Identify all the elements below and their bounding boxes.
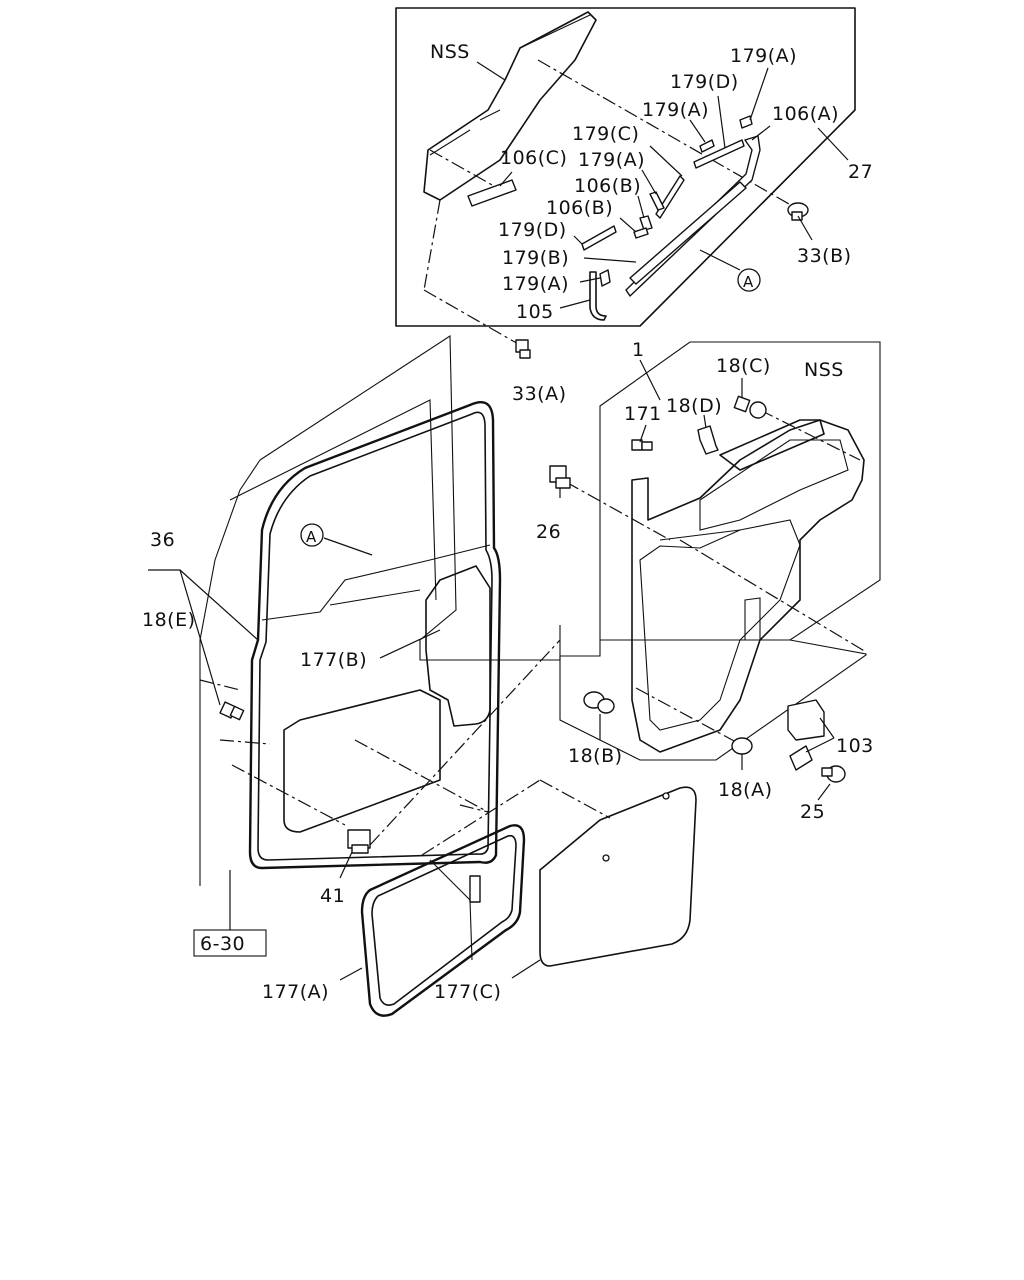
label-179a-1: 179(A) — [730, 45, 797, 67]
fastener-18a — [731, 737, 753, 755]
label-1: 1 — [632, 339, 645, 361]
label-177c: 177(C) — [434, 981, 501, 1003]
clip-26 — [549, 465, 571, 489]
strip-179c — [655, 175, 685, 219]
label-179b: 179(B) — [502, 247, 569, 269]
door-weatherstrip — [248, 400, 502, 870]
hook-105 — [589, 271, 607, 321]
ref-box-630 — [193, 929, 267, 957]
bracket-18d — [697, 425, 719, 455]
label-177a: 177(A) — [262, 981, 329, 1003]
label-18c: 18(C) — [716, 355, 771, 377]
label-33a: 33(A) — [512, 383, 567, 405]
label-33b: 33(B) — [797, 245, 852, 267]
panel-177b — [425, 565, 491, 727]
label-630: 6-30 — [200, 933, 245, 955]
label-18e: 18(E) — [142, 609, 196, 631]
label-179d-2: 179(D) — [498, 219, 567, 241]
fastener-18e — [219, 701, 245, 721]
label-36: 36 — [150, 529, 175, 551]
strip-179d-1 — [693, 139, 745, 169]
clip-33b — [787, 202, 809, 221]
label-27: 27 — [848, 161, 873, 183]
label-179a-4: 179(A) — [502, 273, 569, 295]
label-106b-1: 106(B) — [574, 175, 641, 197]
pad-179a-1 — [739, 115, 753, 129]
label-103: 103 — [836, 735, 874, 757]
label-ref-a-top: A — [743, 273, 754, 291]
label-18d: 18(D) — [666, 395, 722, 417]
clip-171 — [631, 439, 653, 451]
pad-179a-4 — [599, 269, 611, 287]
label-18b: 18(B) — [568, 745, 623, 767]
label-179a-2: 179(A) — [642, 99, 709, 121]
window-latch — [469, 875, 481, 903]
screw-18c — [733, 395, 767, 419]
label-106c: 106(C) — [500, 147, 567, 169]
label-179c: 179(C) — [572, 123, 639, 145]
pad-179a-2 — [699, 139, 715, 153]
pad-106b-2 — [633, 227, 649, 239]
panel-177c — [539, 786, 697, 967]
label-179a-3: 179(A) — [578, 149, 645, 171]
block-41 — [347, 829, 371, 854]
fastener-18b — [583, 691, 615, 714]
strip-179b — [629, 181, 747, 285]
door-trim-panel-1 — [631, 419, 865, 753]
label-ref-a-left: A — [306, 528, 317, 546]
lower-trim-panel — [283, 689, 441, 833]
seal-177a — [360, 824, 526, 1017]
pad-106c — [467, 179, 517, 207]
ref-marker-a-top — [737, 268, 761, 292]
door-outer-frame — [148, 334, 561, 930]
label-26: 26 — [536, 521, 561, 543]
ref-marker-a-left — [300, 523, 324, 547]
strip-179d-2 — [581, 225, 617, 251]
label-nss-right: NSS — [804, 359, 844, 381]
bracket-103 — [787, 699, 825, 771]
label-106b-2: 106(B) — [546, 197, 613, 219]
labels: NSS 179(A) 179(D) 179(A) 106(A) 179(C) 2… — [142, 41, 874, 1003]
label-177b: 177(B) — [300, 649, 367, 671]
label-179d-1: 179(D) — [670, 71, 739, 93]
screw-25 — [821, 765, 846, 783]
label-105: 105 — [516, 301, 554, 323]
label-106a: 106(A) — [772, 103, 839, 125]
door-trim-detail — [549, 341, 881, 801]
pad-106b-1 — [639, 215, 653, 231]
label-nss-top: NSS — [430, 41, 470, 63]
label-25: 25 — [800, 801, 825, 823]
clip-33a — [515, 339, 531, 359]
pad-179a-3 — [649, 191, 665, 211]
label-18a: 18(A) — [718, 779, 773, 801]
top-detail-box — [395, 7, 856, 327]
label-41: 41 — [320, 885, 345, 907]
label-171: 171 — [624, 403, 662, 425]
